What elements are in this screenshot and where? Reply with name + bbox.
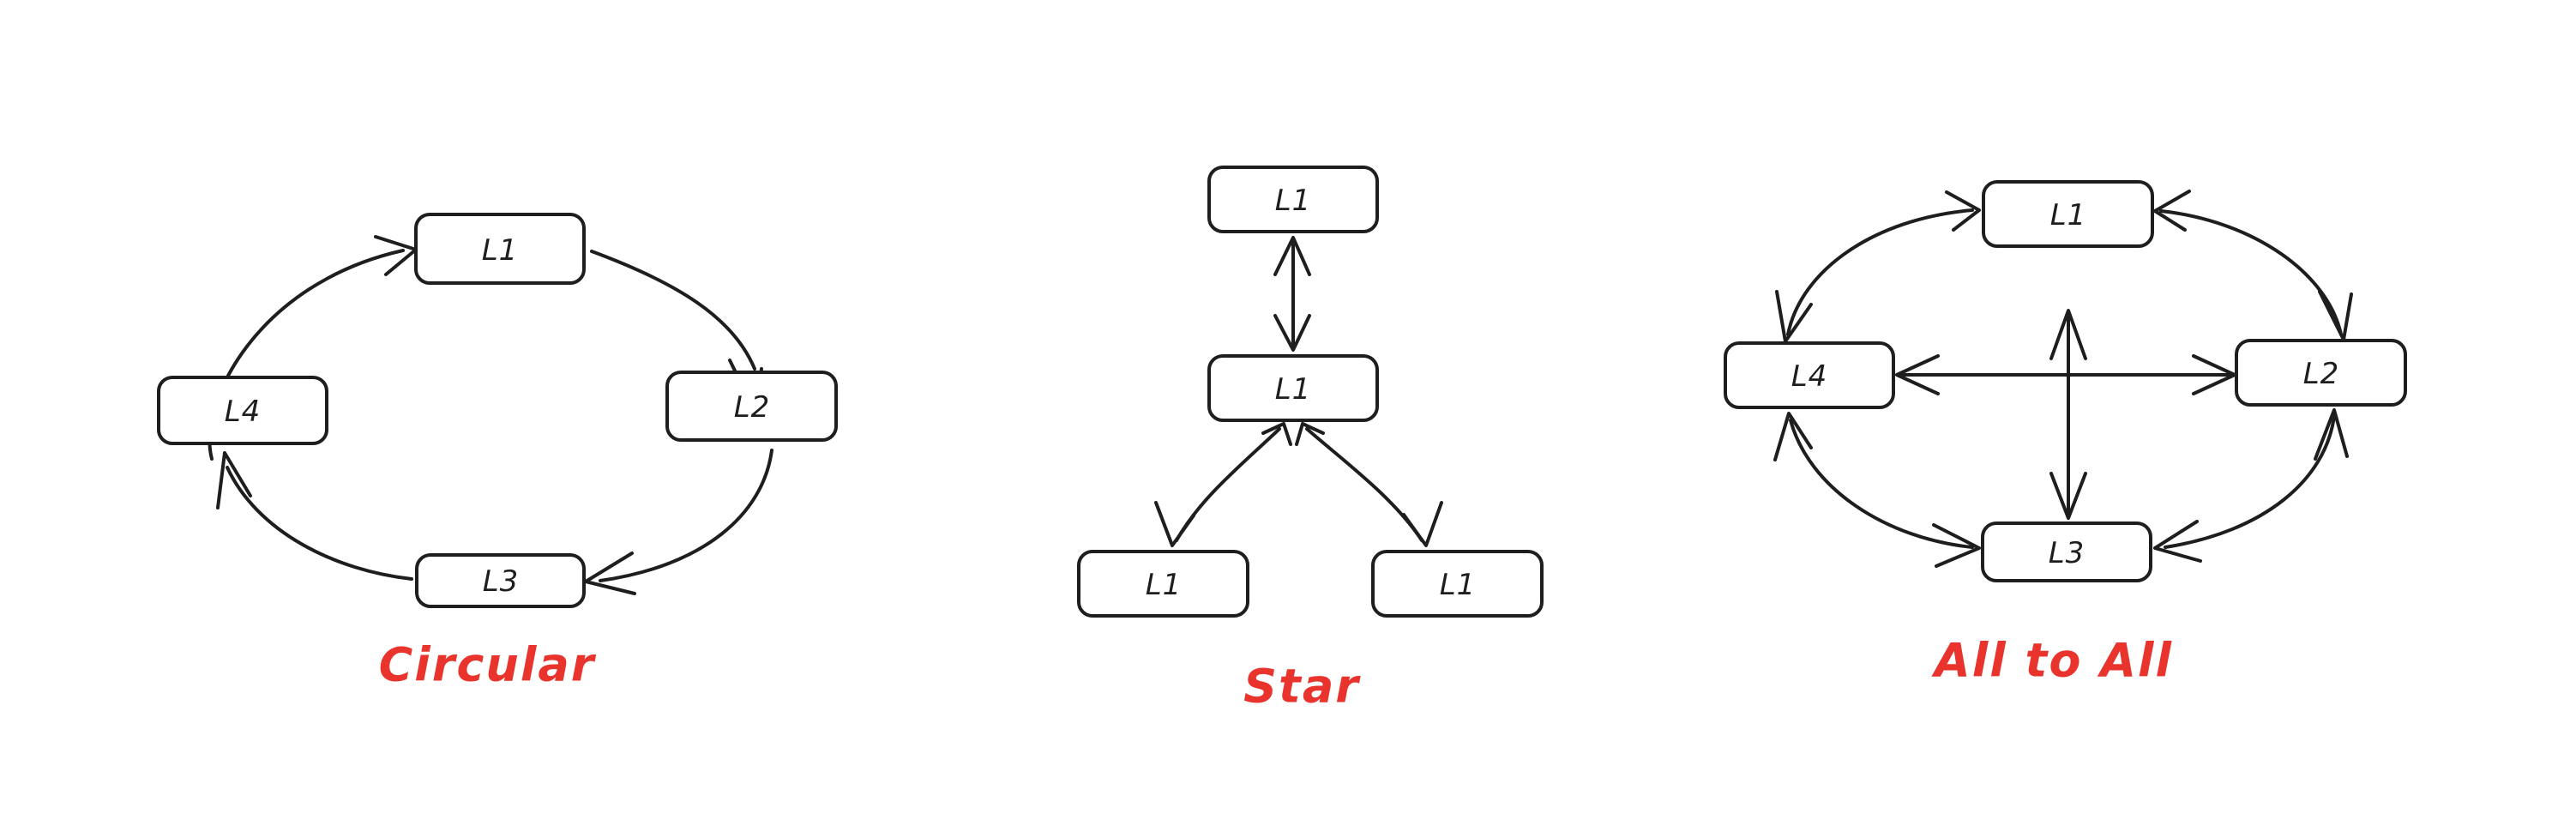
node-box[interactable] [1371,550,1544,618]
node-label: L4 [1791,359,1828,394]
edge-path [1786,208,1974,336]
node-label: L4 [225,395,262,429]
diagram-circular: L1 L2 L3 L4 Circular [157,213,838,692]
diagram-all-to-all: L1 L2 L3 L4 All to All [1724,180,2407,688]
edge-star-hub-top [1273,236,1311,352]
edge-path [599,449,773,582]
node-box[interactable] [1981,522,2152,582]
edge-path [1789,419,1974,549]
node-box[interactable] [1724,341,1895,409]
caption-circular: Circular [379,638,597,692]
node-box[interactable] [1207,354,1379,422]
edge-path [1305,427,1423,542]
arrowhead-icon [584,552,636,595]
arrowhead-icon-to-l1 [2153,190,2191,232]
node-label: L1 [2050,198,2087,232]
node-label: L3 [483,564,520,599]
node-circular-l2[interactable]: L2 [665,371,838,442]
node-circular-l3[interactable]: L3 [415,553,586,608]
node-label: L2 [2303,357,2340,391]
arrowhead-icon-to-l1 [1945,190,1981,232]
arrowhead-icon-to-l2 [2314,408,2349,461]
caption-all-to-all: All to All [1931,634,2173,688]
edge-ata-l1-l2 [2153,190,2353,341]
edge-ata-l1-l3 [2049,309,2087,520]
arrowhead-icon [216,451,252,509]
node-label: L1 [1275,372,1312,407]
edge-l3-to-l4 [216,451,413,581]
node-star-hub[interactable]: L1 [1207,354,1379,422]
edge-ata-l4-l1 [1775,190,1981,343]
node-box[interactable] [415,553,586,608]
node-label: L1 [1440,568,1477,602]
arrowhead-icon-to-l4 [1773,412,1813,461]
arrowhead-icon-to-hub [1295,422,1325,446]
edge-path [1175,427,1281,542]
edge-ata-l4-l2 [1895,354,2236,395]
node-ata-l3[interactable]: L3 [1981,522,2152,582]
edge-star-hub-right [1295,422,1443,547]
node-box[interactable] [157,376,328,445]
node-box[interactable] [1982,180,2154,248]
arrowhead-icon-up [1273,236,1311,276]
arrowhead-icon-to-l1 [2049,309,2087,360]
node-star-top[interactable]: L1 [1207,166,1379,233]
node-box[interactable] [414,213,586,285]
edge-star-hub-left [1154,422,1292,547]
node-circular-l1[interactable]: L1 [414,213,586,285]
edge-ata-l2-l3 [2153,408,2349,563]
arrowhead-icon-to-l4 [1895,354,1940,395]
edge-path [2159,209,2343,336]
node-label: L3 [2049,536,2085,570]
edge-ata-l3-l4 [1773,412,1981,568]
node-label: L1 [482,233,519,268]
node-label: L1 [1146,568,1183,602]
arrowhead-icon-to-hub [1261,422,1292,446]
node-box[interactable] [2235,339,2407,407]
node-star-right[interactable]: L1 [1371,550,1544,618]
node-box[interactable] [665,371,838,442]
caption-star: Star [1243,660,1361,714]
arrowhead-icon-to-right [1402,501,1443,547]
edge-path [590,250,756,371]
node-ata-l4[interactable]: L4 [1724,341,1895,409]
arrowhead-icon-to-l3 [2049,472,2087,520]
node-box[interactable] [1077,550,1249,618]
node-ata-l1[interactable]: L1 [1982,180,2154,248]
edge-path [2164,414,2336,549]
node-ata-l2[interactable]: L2 [2235,339,2407,407]
node-label: L1 [1275,184,1312,218]
arrowhead-icon-to-l3 [2153,520,2202,563]
diagram-star: L1 L1 L1 L1 Star [1077,166,1544,714]
edge-l2-to-l3 [584,449,773,595]
node-circular-l4[interactable]: L4 [157,376,328,445]
node-label: L2 [734,390,771,425]
arrowhead-icon-to-l3 [1932,523,1981,568]
node-star-left[interactable]: L1 [1077,550,1249,618]
node-box[interactable] [1207,166,1379,233]
edge-path [226,466,413,581]
arrowhead-icon-to-left [1154,501,1195,547]
arrowhead-icon-down [1273,314,1311,352]
